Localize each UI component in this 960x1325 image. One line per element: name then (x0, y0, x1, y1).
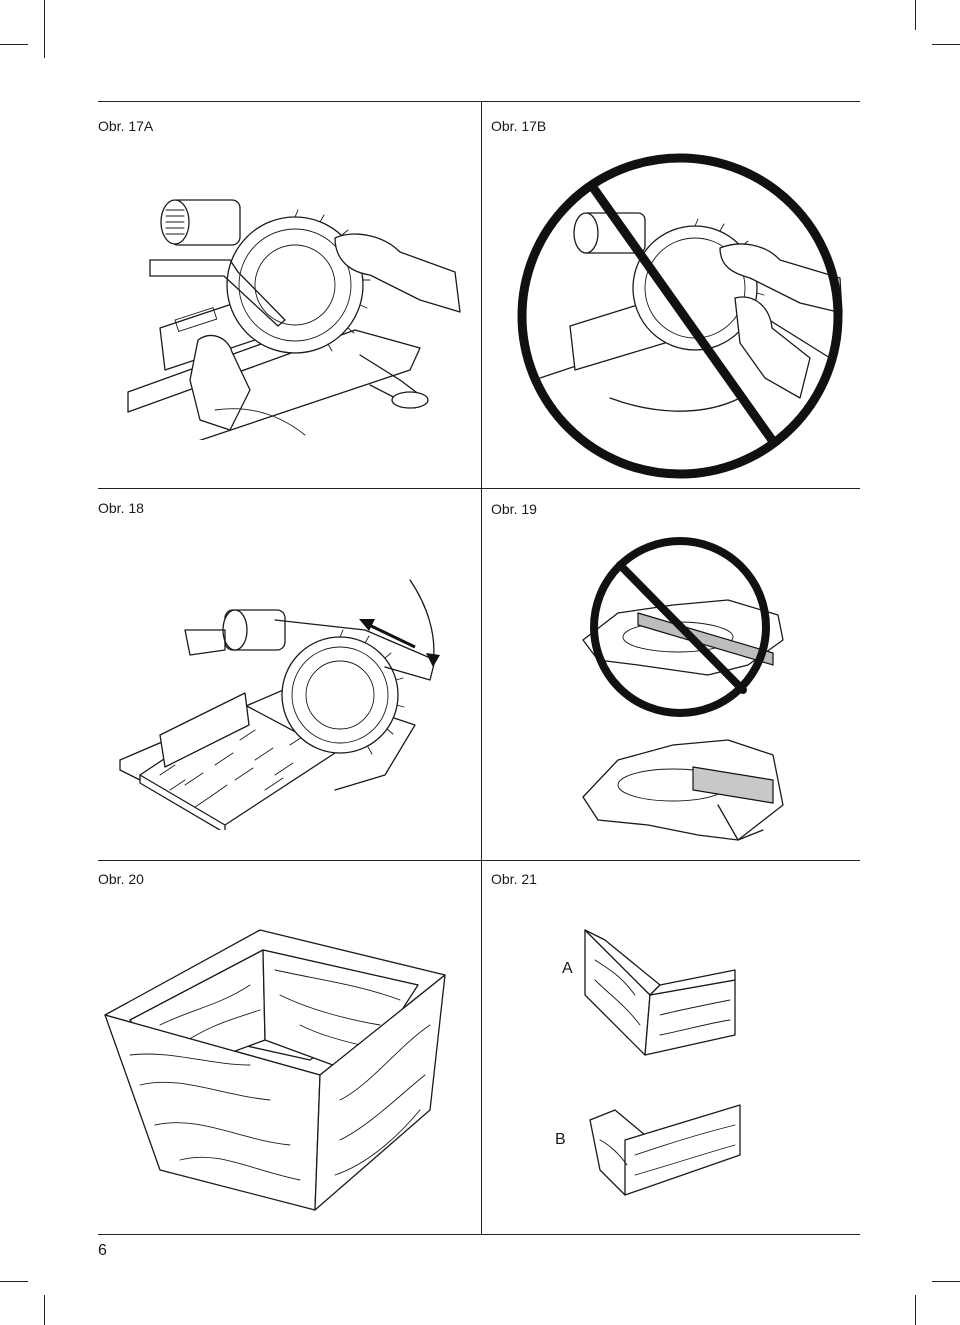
figure-label-19: Obr. 19 (491, 501, 537, 517)
crop-mark (932, 44, 960, 45)
joint-label-a: A (562, 960, 573, 977)
grid-rule-center (481, 101, 482, 1234)
grid-rule-bottom (98, 1234, 860, 1235)
miter-joint-a (584, 929, 736, 1056)
crop-mark (0, 1281, 28, 1282)
page-number: 6 (98, 1242, 107, 1259)
grid-rule-row3 (98, 860, 860, 861)
crop-mark (915, 0, 916, 30)
miter-saw-illustration-17a (127, 199, 461, 440)
miter-saw-illustration-18 (119, 579, 440, 830)
crop-mark (932, 1281, 960, 1282)
mitered-box-illustration-20 (104, 929, 446, 1211)
joint-label-b: B (555, 1131, 566, 1148)
crop-mark (915, 1295, 916, 1325)
figure-label-21: Obr. 21 (491, 871, 537, 887)
crop-mark (44, 1295, 45, 1325)
figure-label-17a: Obr. 17A (98, 118, 154, 134)
grid-rule-row2 (98, 488, 860, 489)
miter-saw-prohibited-17b (517, 153, 843, 479)
figure-label-17b: Obr. 17B (491, 118, 547, 134)
miter-joint-b (589, 1104, 741, 1196)
workpiece-placement-19 (582, 537, 784, 841)
crop-mark (44, 0, 45, 58)
figure-label-20: Obr. 20 (98, 871, 144, 887)
crop-mark (0, 44, 28, 45)
grid-rule-top (98, 101, 860, 102)
figure-label-18: Obr. 18 (98, 500, 144, 516)
